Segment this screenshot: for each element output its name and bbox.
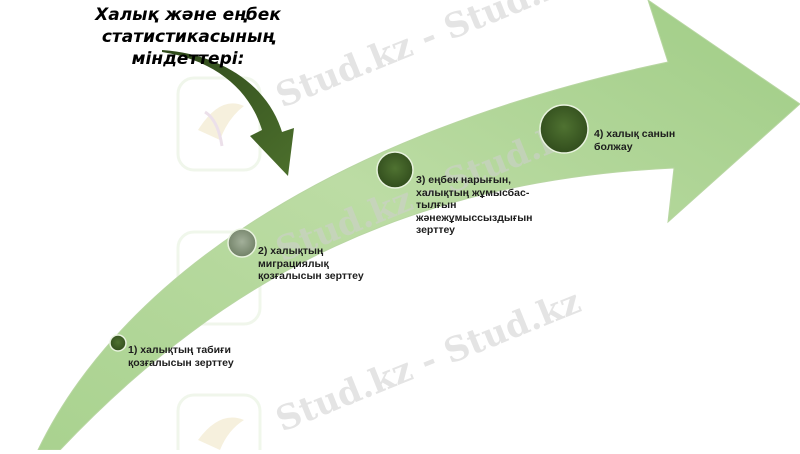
watermark-text: Stud.kz - Stud.kz [270, 282, 586, 441]
step-4-circle [539, 104, 589, 154]
main-curved-arrow [37, 0, 800, 451]
page-title: Халық және еңбек статистикасының міндетт… [95, 5, 281, 69]
watermark-logo [176, 393, 262, 454]
step-3-label: 3) еңбек нарығын, халықтың жұмысбас- тыл… [416, 174, 533, 236]
pointer-arrow [162, 50, 294, 176]
step-1-label: 1) халықтың табиғи қозғалысын зерттеу [128, 344, 234, 369]
step-3-circle [376, 151, 414, 189]
step-4-label: 4) халық санын болжау [594, 128, 676, 153]
step-2-circle [227, 228, 257, 258]
step-1-circle [109, 334, 127, 352]
step-2-label: 2) халықтың миграциялық қозғалысын зертт… [258, 245, 364, 282]
